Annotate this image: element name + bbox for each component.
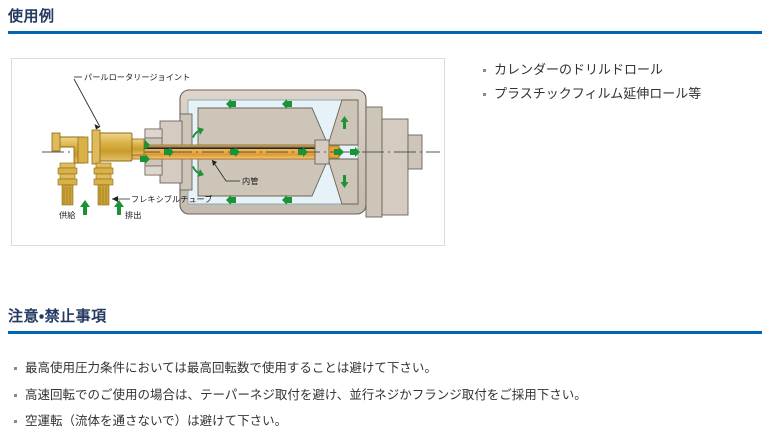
right-end-plate — [365, 106, 383, 218]
label-discharge: 排出 — [125, 210, 141, 220]
core-wedge-bottom — [197, 158, 329, 197]
core-wedge-top — [197, 107, 329, 146]
rotary-joint-body — [97, 132, 133, 162]
callout-arrowhead-rotary-joint — [94, 124, 100, 130]
heading-rule — [8, 30, 762, 34]
elbow-end-nut — [51, 132, 61, 152]
list-item: プラスチックフィルム延伸ロール等 — [477, 87, 767, 100]
list-item: 高速回転でのご使用の場合は、テーパーネジ取付を避け、並行ネジかフランジ取付をご採… — [8, 388, 768, 402]
rotary-joint-diagram-svg: パールロータリージョイント 内管 フレキシブルチューブ 供給 排出 — [12, 59, 444, 245]
flexible-tube-discharge — [93, 162, 114, 206]
notice-section-header: 注意・禁止事項 — [0, 308, 772, 334]
rotary-joint-diagram: パールロータリージョイント 内管 フレキシブルチューブ 供給 排出 — [11, 58, 445, 246]
journal-rib-4 — [144, 165, 163, 176]
callout-arrowhead-inner-tube — [212, 160, 217, 166]
usage-application-list: カレンダーのドリルドロール プラスチックフィルム延伸ロール等 — [477, 63, 767, 111]
notice-list: 最高使用圧力条件においては最高回転数で使用することは避けて下さい。 高速回転での… — [8, 362, 768, 442]
label-rotary-joint: パールロータリージョイント — [84, 73, 190, 82]
callout-arrowhead-flexible-tube — [112, 196, 118, 202]
flexible-tube-supply — [57, 162, 78, 206]
rotary-joint-nut — [91, 129, 101, 165]
usage-section-body: パールロータリージョイント 内管 フレキシブルチューブ 供給 排出 カレンダーの… — [0, 58, 772, 253]
right-journal — [381, 118, 409, 216]
label-supply: 供給 — [59, 210, 76, 220]
journal-rib-1 — [144, 128, 163, 139]
label-inner-tube: 内管 — [242, 176, 258, 186]
flow-arrows-inlet — [140, 127, 204, 177]
label-flexible-tube: フレキシブルチューブ — [131, 194, 212, 204]
supply-arrow-icon — [80, 200, 90, 215]
flow-arrows-return — [340, 116, 360, 188]
list-item: 空運転（流体を通さないで）は避けて下さい。 — [8, 415, 768, 428]
page-title: 使用例 — [8, 8, 55, 25]
callout-leader-inner-tube — [211, 159, 240, 182]
callout-leader-rotary-joint — [73, 78, 101, 128]
usage-section-header: 使用例 — [0, 8, 772, 34]
rotary-joint-nipple — [131, 138, 145, 156]
list-item: 最高使用圧力条件においては最高回転数で使用することは避けて下さい。 — [8, 362, 768, 375]
heading-rule — [8, 330, 762, 334]
elbow-riser — [77, 136, 89, 164]
discharge-arrow-icon — [114, 200, 124, 215]
notice-title: 注意・禁止事項 — [8, 308, 107, 325]
list-item: カレンダーのドリルドロール — [477, 63, 767, 76]
